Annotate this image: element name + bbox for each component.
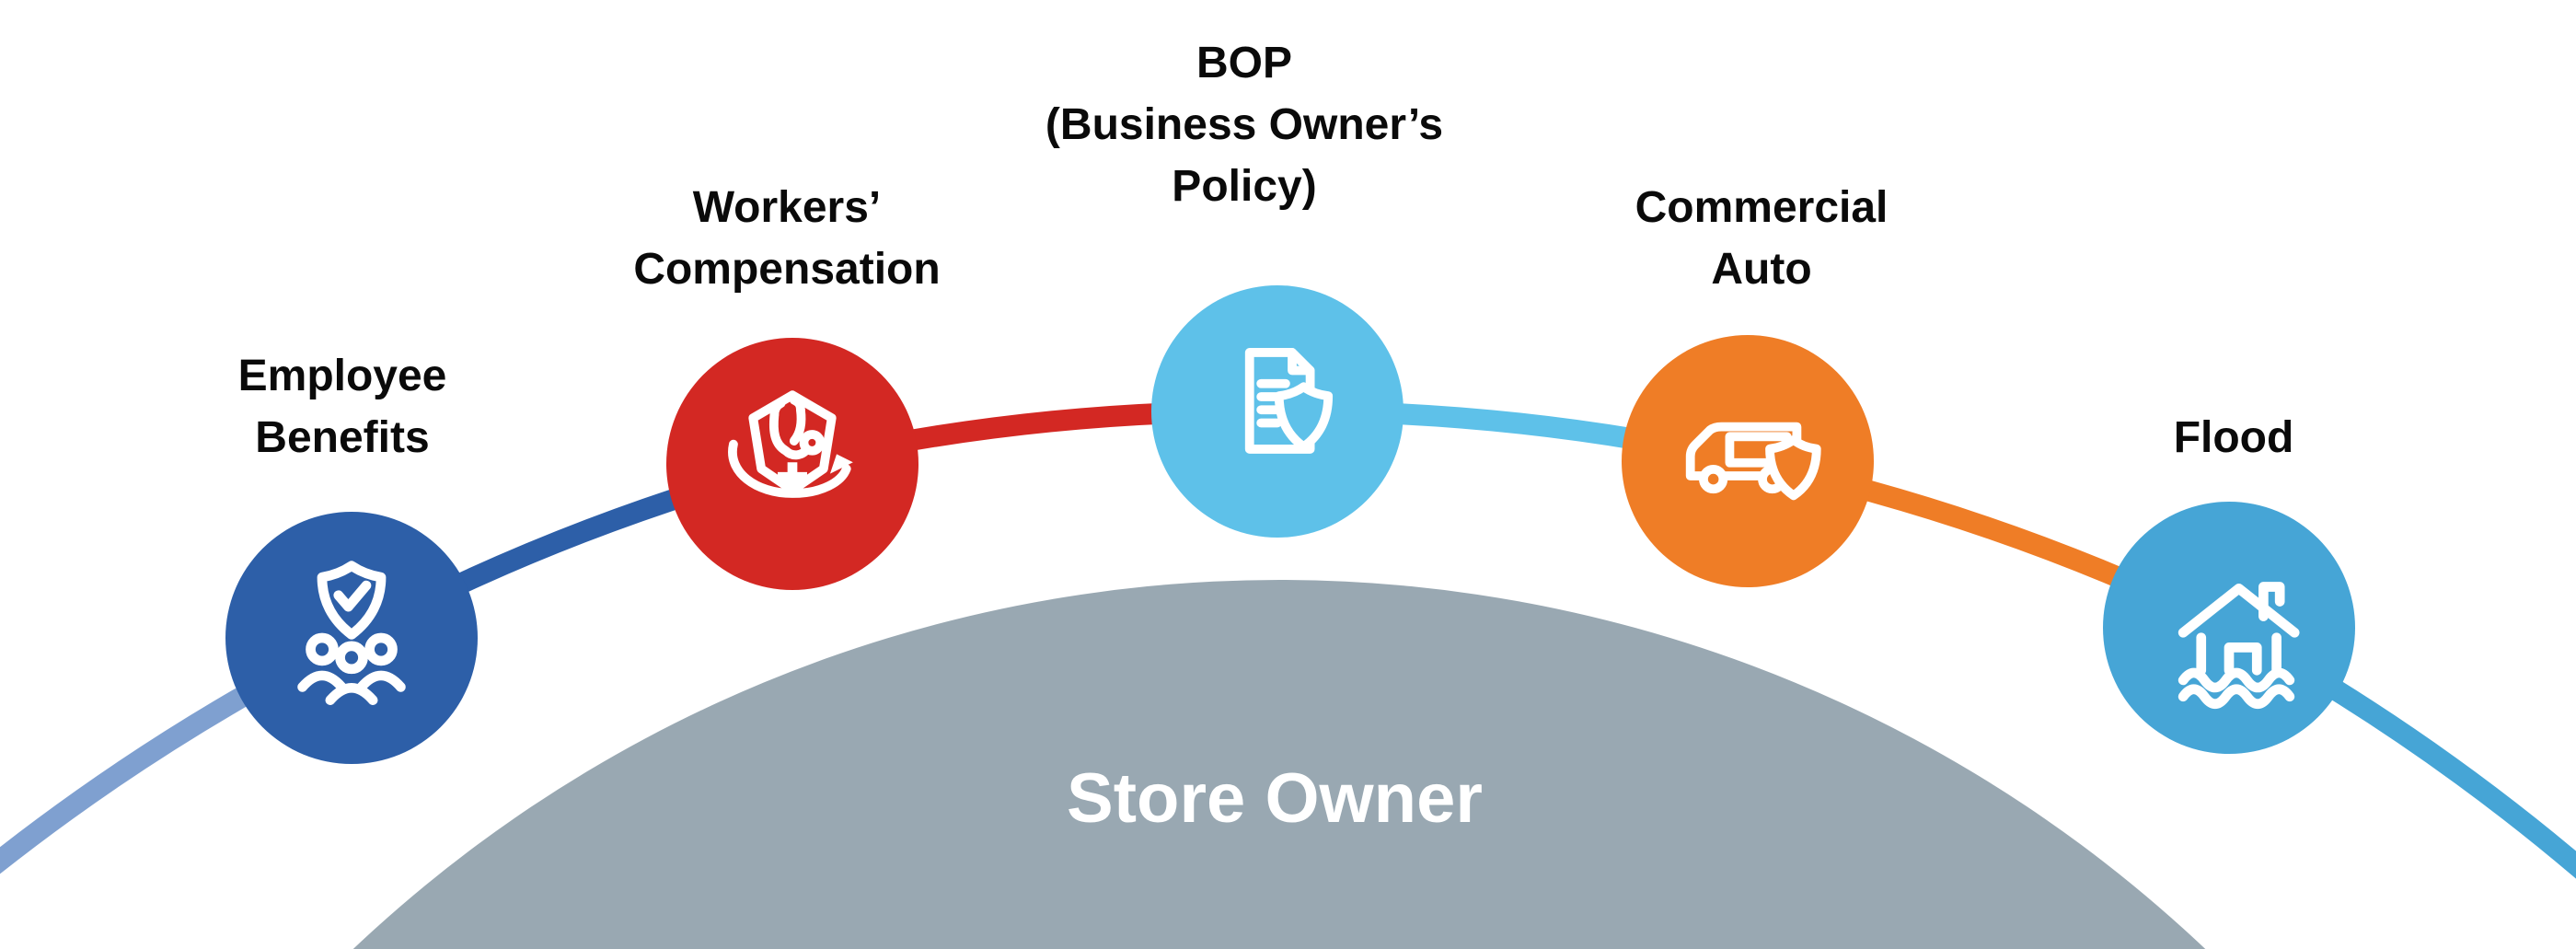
- label-line: Flood: [2173, 413, 2294, 462]
- label-line: Benefits: [255, 413, 430, 462]
- label-line: Workers’: [692, 183, 882, 232]
- node-bop: [1151, 285, 1404, 538]
- label-line: Compensation: [633, 245, 941, 294]
- node-commercial-auto: [1622, 335, 1874, 587]
- flooded-house-icon: [2177, 582, 2300, 710]
- label-line: Employee: [237, 352, 447, 400]
- delivery-van-shield-icon: [1685, 422, 1821, 501]
- medical-shield-stethoscope-icon: [728, 390, 853, 498]
- node-employee-benefits: [225, 512, 478, 764]
- label-line: Policy): [1172, 162, 1317, 211]
- policy-document-shield-icon: [1244, 348, 1334, 454]
- label-bop: BOP (Business Owner’s Policy): [1045, 32, 1443, 217]
- label-line: Auto: [1711, 245, 1812, 294]
- label-commercial-auto: Commercial Auto: [1635, 177, 1889, 300]
- label-employee-benefits: Employee Benefits: [238, 345, 447, 469]
- node-flood: [2103, 502, 2355, 754]
- shield-check-team-icon: [297, 561, 406, 705]
- label-line: (Business Owner’s: [1045, 100, 1444, 149]
- store-owner-arch: [352, 580, 2206, 949]
- label-line: Commercial: [1635, 183, 1889, 232]
- node-workers-compensation: [666, 338, 918, 590]
- label-line: BOP: [1196, 39, 1293, 87]
- store-owner-label: Store Owner: [1067, 759, 1483, 838]
- label-flood: Flood: [2174, 407, 2294, 469]
- label-workers-compensation: Workers’ Compensation: [633, 177, 940, 300]
